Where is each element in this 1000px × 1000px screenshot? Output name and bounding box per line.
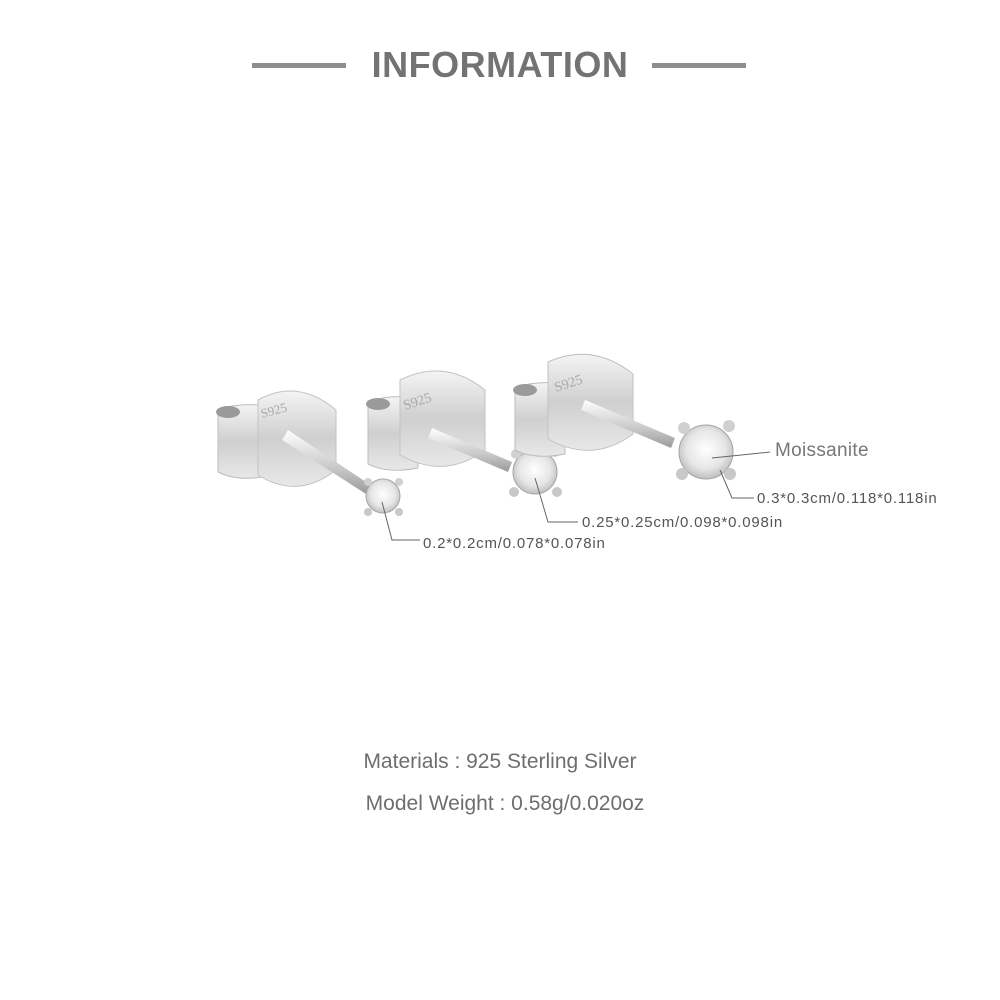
header-rule-left [252, 63, 346, 68]
page-title: INFORMATION [371, 44, 629, 85]
earring-large: S925 [513, 353, 736, 480]
size-label-large: 0.3*0.3cm/0.118*0.118in [757, 490, 938, 507]
stone-label: Moissanite [775, 440, 869, 461]
weight-spec: Model Weight : 0.58g/0.020oz [365, 792, 645, 815]
callout-lines [381, 451, 771, 541]
header-rule-right [652, 63, 746, 68]
size-label-medium: 0.25*0.25cm/0.098*0.098in [582, 514, 783, 531]
size-label-small: 0.2*0.2cm/0.078*0.078in [423, 535, 606, 552]
earring-small: S925 [216, 390, 403, 516]
materials-spec: Materials : 925 Sterling Silver [363, 750, 637, 773]
s925-stamp: S925 [259, 399, 289, 420]
earring-medium: S925 [366, 370, 562, 497]
